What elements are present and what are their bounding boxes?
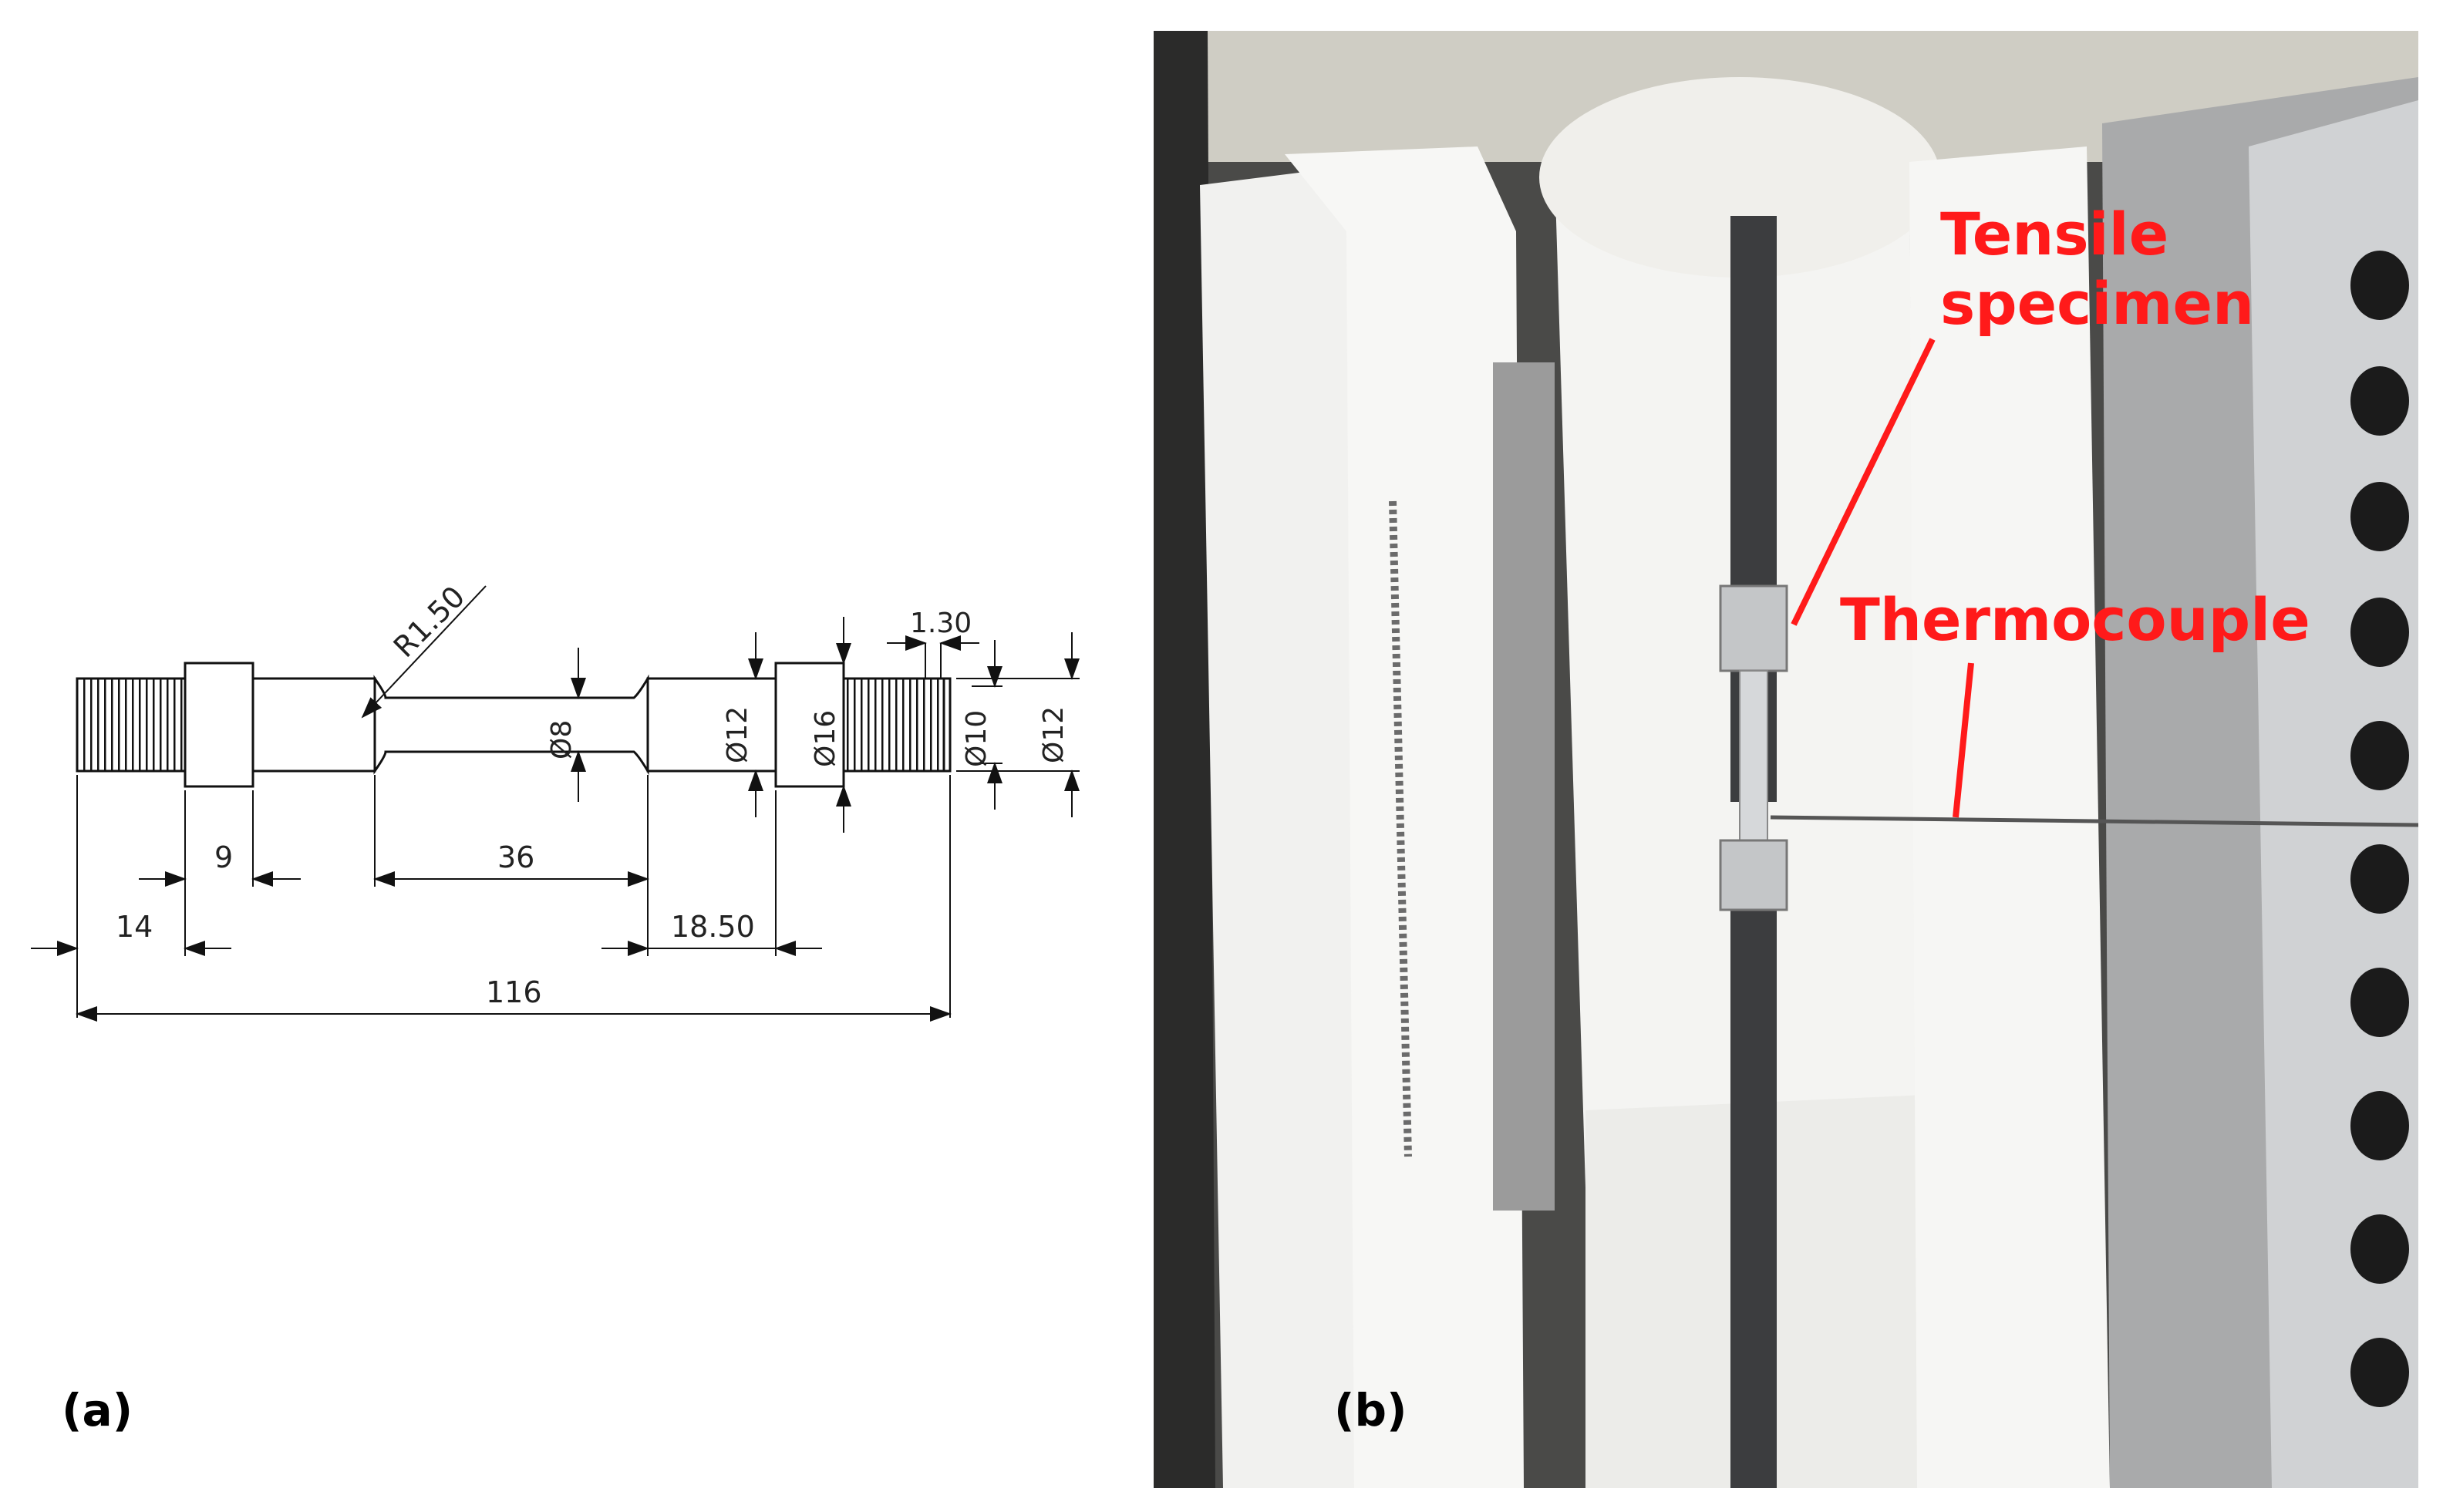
label-tensile: Tensile <box>1940 200 2168 268</box>
dim-shoulder-diameter: Ø12 <box>722 706 753 763</box>
panel-label-a: (a) <box>62 1384 133 1436</box>
dim-total-length: 116 <box>486 975 542 1009</box>
right-thread <box>842 677 945 773</box>
dimension-lines <box>31 585 1080 1022</box>
specimen-outline <box>76 662 952 788</box>
left-shoulder <box>251 677 376 773</box>
furnace-photo: Tensile specimen Thermocouple <box>1154 31 2418 1488</box>
panel-label-b: (b) <box>1334 1384 1407 1436</box>
ventilation-holes <box>2350 251 2409 1407</box>
left-insulation <box>1154 31 1215 1488</box>
dim-thread-root-diameter: Ø10 <box>961 710 992 767</box>
dim-gauge-length: 36 <box>497 840 534 874</box>
annotation-leaders <box>1791 338 1974 818</box>
dim-thread-length: 14 <box>116 910 153 944</box>
dim-radius: R1.50 <box>387 580 472 665</box>
specimen-grip-top <box>1719 584 1788 672</box>
specimen-grip-bottom <box>1719 839 1788 911</box>
label-specimen: specimen <box>1940 269 2254 338</box>
dim-collar-width: 9 <box>214 840 233 874</box>
dim-pitch: 1.30 <box>910 608 972 639</box>
dim-thread-outer-diameter: Ø12 <box>1038 706 1070 763</box>
dim-collar-diameter: Ø16 <box>810 710 841 767</box>
right-end <box>942 677 952 773</box>
right-collar <box>774 662 845 788</box>
left-collar <box>184 662 254 788</box>
pull-rod-lower <box>1730 871 1777 1488</box>
dim-shoulder-length: 18.50 <box>671 910 755 944</box>
dim-gauge-diameter: Ø8 <box>546 720 578 759</box>
left-thread <box>76 677 187 773</box>
gauge-section <box>373 674 649 776</box>
specimen-drawing: R1.50 1.30 Ø8 Ø12 Ø16 Ø10 Ø12 9 36 14 18… <box>31 580 1080 1022</box>
right-shoulder <box>646 677 777 773</box>
tensile-specimen <box>1739 670 1768 841</box>
label-thermocouple: Thermocouple <box>1840 585 2310 654</box>
thermocouple-wire <box>1770 815 2418 827</box>
